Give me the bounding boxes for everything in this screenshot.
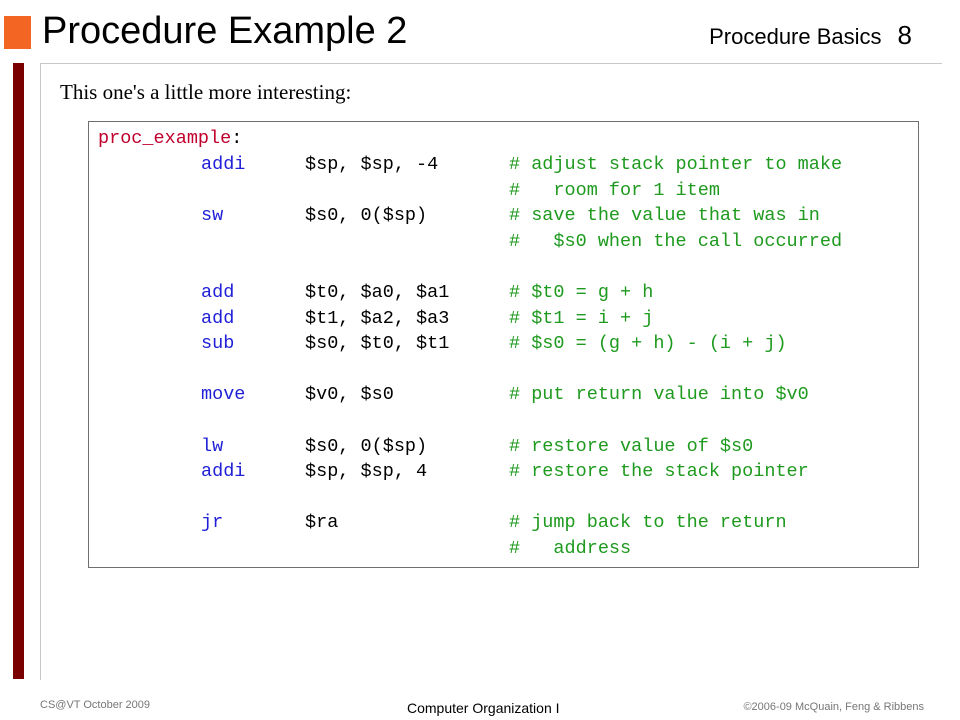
footer-left: CS@VT October 2009 — [40, 699, 151, 711]
code-comment: # restore the stack pointer — [509, 461, 809, 482]
code-comment: # restore value of $s0 — [509, 436, 754, 457]
code-label-colon: : — [231, 128, 243, 149]
footer-right: ©2006-09 McQuain, Feng & Ribbens — [743, 701, 924, 713]
code-mnemonic: jr — [201, 512, 224, 533]
code-mnemonic: sub — [201, 333, 235, 354]
code-comment: # put return value into $v0 — [509, 384, 809, 405]
code-comment: # jump back to the return — [509, 512, 787, 533]
code-comment: # $t1 = i + j — [509, 308, 654, 329]
code-label-line: proc_example: — [98, 126, 242, 152]
code-mnemonic: add — [201, 308, 235, 329]
code-operands: $s0, 0($sp) — [305, 205, 428, 226]
code-mnemonic: addi — [201, 154, 246, 175]
code-mnemonic: sw — [201, 205, 224, 226]
code-operands: $s0, 0($sp) — [305, 436, 428, 457]
code-operands: $ra — [305, 512, 339, 533]
code-label: proc_example — [98, 128, 232, 149]
slide-title: Procedure Example 2 — [42, 10, 408, 52]
code-mnemonic: addi — [201, 461, 246, 482]
code-operands: $sp, $sp, -4 — [305, 154, 439, 175]
footer-center: Computer Organization I — [407, 700, 560, 716]
code-comment: # room for 1 item — [509, 180, 720, 201]
page-number: 8 — [897, 20, 912, 50]
code-operands: $sp, $sp, 4 — [305, 461, 428, 482]
code-operands: $v0, $s0 — [305, 384, 394, 405]
code-comment: # address — [509, 538, 632, 559]
code-mnemonic: lw — [201, 436, 224, 457]
code-comment: # adjust stack pointer to make — [509, 154, 843, 175]
code-comment: # save the value that was in — [509, 205, 820, 226]
intro-text: This one's a little more interesting: — [60, 80, 352, 104]
content-panel — [40, 63, 942, 680]
code-box: proc_example: addi $sp, $sp, -4 # adjust… — [88, 121, 919, 568]
code-mnemonic: add — [201, 282, 235, 303]
code-comment: # $s0 = (g + h) - (i + j) — [509, 333, 787, 354]
header-right: Procedure Basics 8 — [709, 20, 912, 51]
left-accent-bar — [13, 63, 24, 679]
accent-square — [4, 16, 31, 49]
code-operands: $t0, $a0, $a1 — [305, 282, 450, 303]
section-name: Procedure Basics — [709, 24, 882, 49]
code-operands: $t1, $a2, $a3 — [305, 308, 450, 329]
code-comment: # $t0 = g + h — [509, 282, 654, 303]
code-mnemonic: move — [201, 384, 246, 405]
code-comment: # $s0 when the call occurred — [509, 231, 843, 252]
code-operands: $s0, $t0, $t1 — [305, 333, 450, 354]
